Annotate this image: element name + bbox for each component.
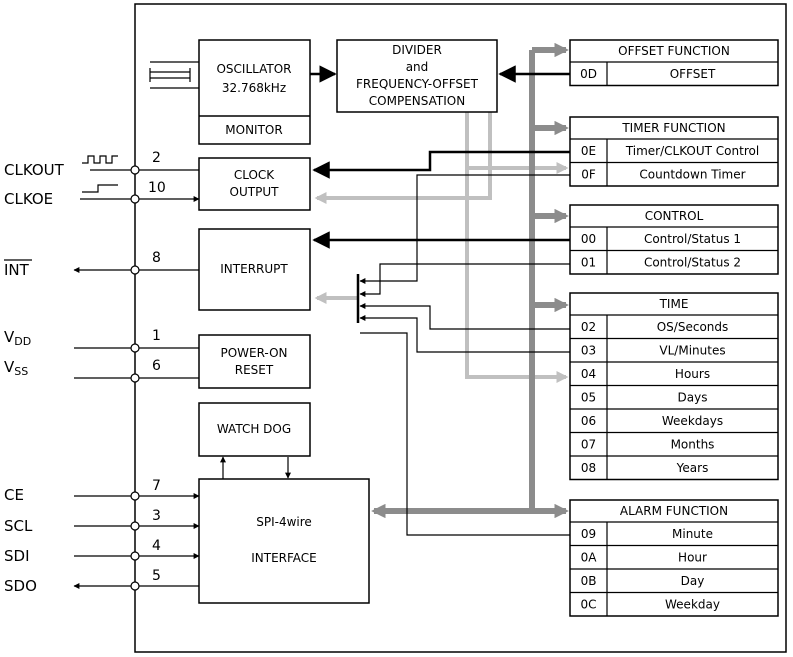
register-group-title: TIMER FUNCTION xyxy=(621,121,725,135)
clkoe-waveform-icon xyxy=(82,184,118,193)
register-address: 08 xyxy=(581,461,596,475)
register-address: 0C xyxy=(580,598,596,612)
pin-number-clkoe: 10 xyxy=(148,180,166,196)
pin-label-vss: VSS xyxy=(4,358,28,378)
pin-number-vss: 6 xyxy=(152,358,161,374)
watch-dog-block: WATCH DOG xyxy=(198,402,311,457)
pin-label-vdd: VDD xyxy=(4,328,31,348)
interface-block: SPI-4wire INTERFACE xyxy=(198,478,370,604)
clock-output-block: CLOCK OUTPUT xyxy=(198,157,311,211)
register-name: Minute xyxy=(672,527,713,541)
pin-number-int: 8 xyxy=(152,250,161,266)
svg-text:INTERFACE: INTERFACE xyxy=(251,551,317,565)
power-on-reset-block: POWER-ON RESET xyxy=(198,334,311,389)
register-name: Day xyxy=(681,574,705,588)
pin-label-clkout: CLKOUT xyxy=(4,161,65,179)
register-address: 0A xyxy=(581,551,598,565)
crystal-icon xyxy=(149,61,200,89)
pin-number-sdi: 4 xyxy=(152,538,161,554)
register-name: Hour xyxy=(678,551,707,565)
register-group-time: TIME 02 OS/Seconds 03 VL/Minutes 04 Hours 05 Day… xyxy=(569,292,779,481)
register-name: Hours xyxy=(675,367,710,381)
register-group-title: CONTROL xyxy=(645,209,704,223)
register-group-alarm: ALARM FUNCTION 09 Minute 0A Hour 0B Day 0C Weekd… xyxy=(569,499,779,617)
pin-label-sdo: SDO xyxy=(4,577,37,595)
register-address: 09 xyxy=(581,527,596,541)
internal-bus xyxy=(371,42,569,519)
svg-text:DIVIDER: DIVIDER xyxy=(392,43,442,57)
register-address: 00 xyxy=(581,232,596,246)
pin-markers xyxy=(130,165,140,591)
register-group-offset: OFFSET FUNCTION 0D OFFSET xyxy=(569,39,779,87)
register-address: 01 xyxy=(581,256,596,270)
svg-text:POWER-ON: POWER-ON xyxy=(220,346,287,360)
pin-number-ce: 7 xyxy=(152,478,161,494)
pin-label-clkoe: CLKOE xyxy=(4,190,53,208)
register-name: Control/Status 1 xyxy=(644,232,741,246)
pin-number-clkout: 2 xyxy=(152,150,161,166)
register-address: 03 xyxy=(581,344,596,358)
svg-text:OUTPUT: OUTPUT xyxy=(230,185,280,199)
pin-label-sdi: SDI xyxy=(4,547,30,565)
register-name: OS/Seconds xyxy=(657,320,729,334)
register-name: Days xyxy=(678,391,708,405)
svg-text:CLOCK: CLOCK xyxy=(234,168,275,182)
oscillator-block: OSCILLATOR 32.768kHz MONITOR xyxy=(198,39,311,145)
svg-text:RESET: RESET xyxy=(235,363,274,377)
pin-labels: CLKOUT 2 CLKOE 10 INT 8 VDD 1 VSS 6 CE 7… xyxy=(4,150,166,595)
register-group-timer: TIMER FUNCTION 0E Timer/CLKOUT Control 0F Co… xyxy=(569,116,779,187)
register-group-control: CONTROL 00 Control/Status 1 01 Control/Statu… xyxy=(569,204,779,275)
register-group-title: TIME xyxy=(659,297,689,311)
monitor-label: MONITOR xyxy=(225,123,282,137)
pin-label-ce: CE xyxy=(4,486,24,504)
register-address: 07 xyxy=(581,438,596,452)
svg-text:32.768kHz: 32.768kHz xyxy=(222,81,286,95)
register-address: 04 xyxy=(581,367,596,381)
svg-text:WATCH DOG: WATCH DOG xyxy=(217,422,291,436)
register-group-title: OFFSET FUNCTION xyxy=(618,44,730,58)
register-group-title: ALARM FUNCTION xyxy=(620,504,728,518)
register-name: OFFSET xyxy=(670,67,716,81)
register-name: Weekdays xyxy=(662,414,723,428)
register-name: Countdown Timer xyxy=(639,168,745,182)
register-address: 0E xyxy=(581,144,596,158)
clkout-waveform-icon xyxy=(82,155,118,164)
register-address: 05 xyxy=(581,391,596,405)
register-address: 0F xyxy=(581,168,596,182)
register-address: 0D xyxy=(580,67,597,81)
pin-label-scl: SCL xyxy=(4,517,33,535)
register-name: Control/Status 2 xyxy=(644,256,741,270)
pin-number-scl: 3 xyxy=(152,508,161,524)
divider-block: DIVIDER and FREQUENCY-OFFSET COMPENSATIO… xyxy=(336,39,498,113)
register-name: Months xyxy=(671,438,715,452)
register-name: VL/Minutes xyxy=(659,344,725,358)
pin-number-vdd: 1 xyxy=(152,328,161,344)
svg-text:FREQUENCY-OFFSET: FREQUENCY-OFFSET xyxy=(356,77,479,91)
register-address: 02 xyxy=(581,320,596,334)
pin-number-sdo: 5 xyxy=(152,568,161,584)
register-name: Years xyxy=(676,461,709,475)
register-address: 06 xyxy=(581,414,596,428)
svg-text:and: and xyxy=(406,60,429,74)
svg-text:COMPENSATION: COMPENSATION xyxy=(369,94,465,108)
svg-text:SPI-4wire: SPI-4wire xyxy=(256,515,312,529)
interrupt-block: INTERRUPT xyxy=(198,228,311,311)
svg-text:OSCILLATOR: OSCILLATOR xyxy=(216,62,291,76)
register-name: Timer/CLKOUT Control xyxy=(625,144,759,158)
pin-label-int: INT xyxy=(4,261,30,279)
register-name: Weekday xyxy=(665,598,720,612)
svg-text:INTERRUPT: INTERRUPT xyxy=(220,262,288,276)
register-address: 0B xyxy=(581,574,597,588)
